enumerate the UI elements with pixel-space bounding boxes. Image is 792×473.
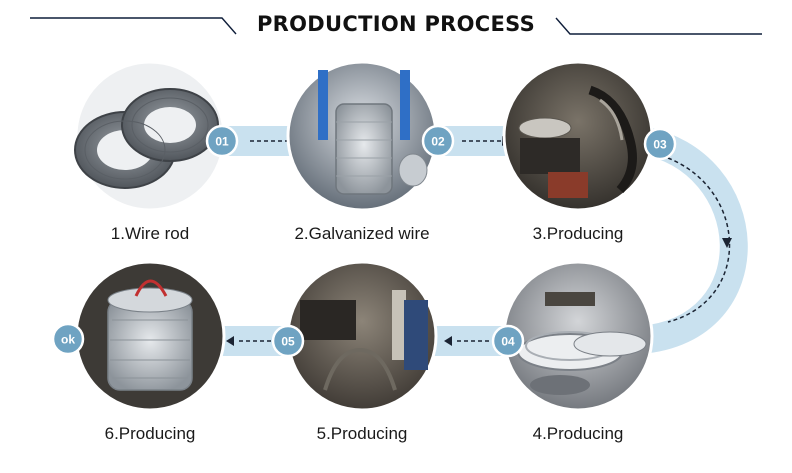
step-2-label: 2.Galvanized wire	[294, 224, 430, 243]
step-5-photo	[286, 260, 438, 412]
step-3-badge: 03	[643, 127, 677, 161]
step-4-label: 4.Producing	[532, 424, 624, 443]
svg-text:05: 05	[281, 335, 295, 349]
step-4-photo	[502, 260, 654, 412]
step-1-photo	[74, 60, 226, 212]
step-2-photo	[286, 60, 438, 212]
page-title: PRODUCTION PROCESS	[256, 12, 536, 36]
connector-3-4-curve	[637, 126, 748, 354]
step-6-label: 6.Producing	[104, 424, 196, 443]
step-5-label: 5.Producing	[316, 424, 408, 443]
svg-text:01: 01	[215, 135, 229, 149]
step-4-badge: 04	[491, 324, 525, 358]
svg-text:02: 02	[431, 135, 445, 149]
step-6-badge: ok	[51, 322, 85, 356]
svg-text:ok: ok	[61, 333, 75, 347]
step-5-badge: 05	[271, 324, 305, 358]
svg-text:03: 03	[653, 138, 667, 152]
header-left-line	[30, 17, 237, 35]
header-right-line	[555, 17, 762, 35]
step-2-badge: 02	[421, 124, 455, 158]
step-3-photo	[502, 60, 654, 212]
svg-text:04: 04	[501, 335, 515, 349]
step-6-photo	[74, 260, 226, 412]
step-3-label: 3.Producing	[532, 224, 624, 243]
step-1-badge: 01	[205, 124, 239, 158]
step-1-label: 1.Wire rod	[110, 224, 190, 243]
